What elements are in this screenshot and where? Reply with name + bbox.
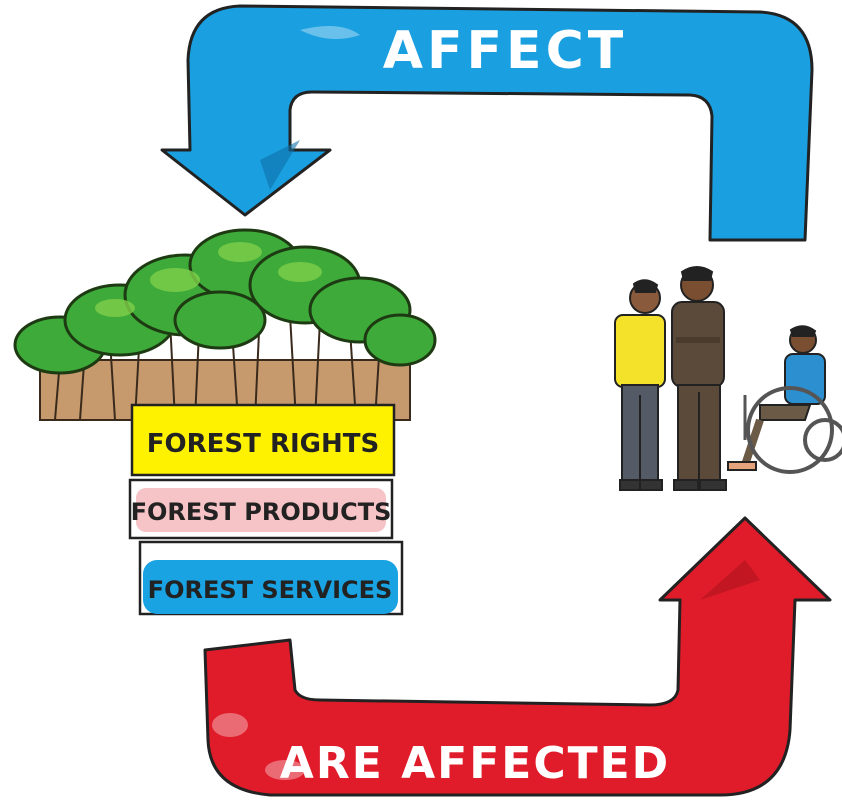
are-affected-label: ARE AFFECTED	[280, 738, 670, 789]
affect-arrow: AFFECT	[160, 4, 814, 242]
people-group-icon	[614, 266, 842, 491]
forest-products-label: FOREST PRODUCTS	[131, 498, 392, 526]
person-wheelchair	[727, 325, 842, 474]
forest-services-label: FOREST SERVICES	[148, 576, 393, 604]
affect-label: AFFECT	[383, 21, 627, 81]
affect-arrow-body	[160, 4, 814, 242]
forest-trees-icon	[13, 228, 437, 421]
are-affected-arrow: ARE AFFECTED	[203, 516, 832, 797]
forest-services-box: FOREST SERVICES	[138, 540, 404, 616]
person-officer	[671, 266, 727, 491]
person-yellow-shirt	[614, 279, 666, 491]
forest-products-box: FOREST PRODUCTS	[128, 478, 394, 540]
forest-rights-box: FOREST RIGHTS	[130, 403, 396, 477]
are-affected-arrow-body	[203, 516, 832, 797]
forest-rights-label: FOREST RIGHTS	[147, 429, 379, 459]
